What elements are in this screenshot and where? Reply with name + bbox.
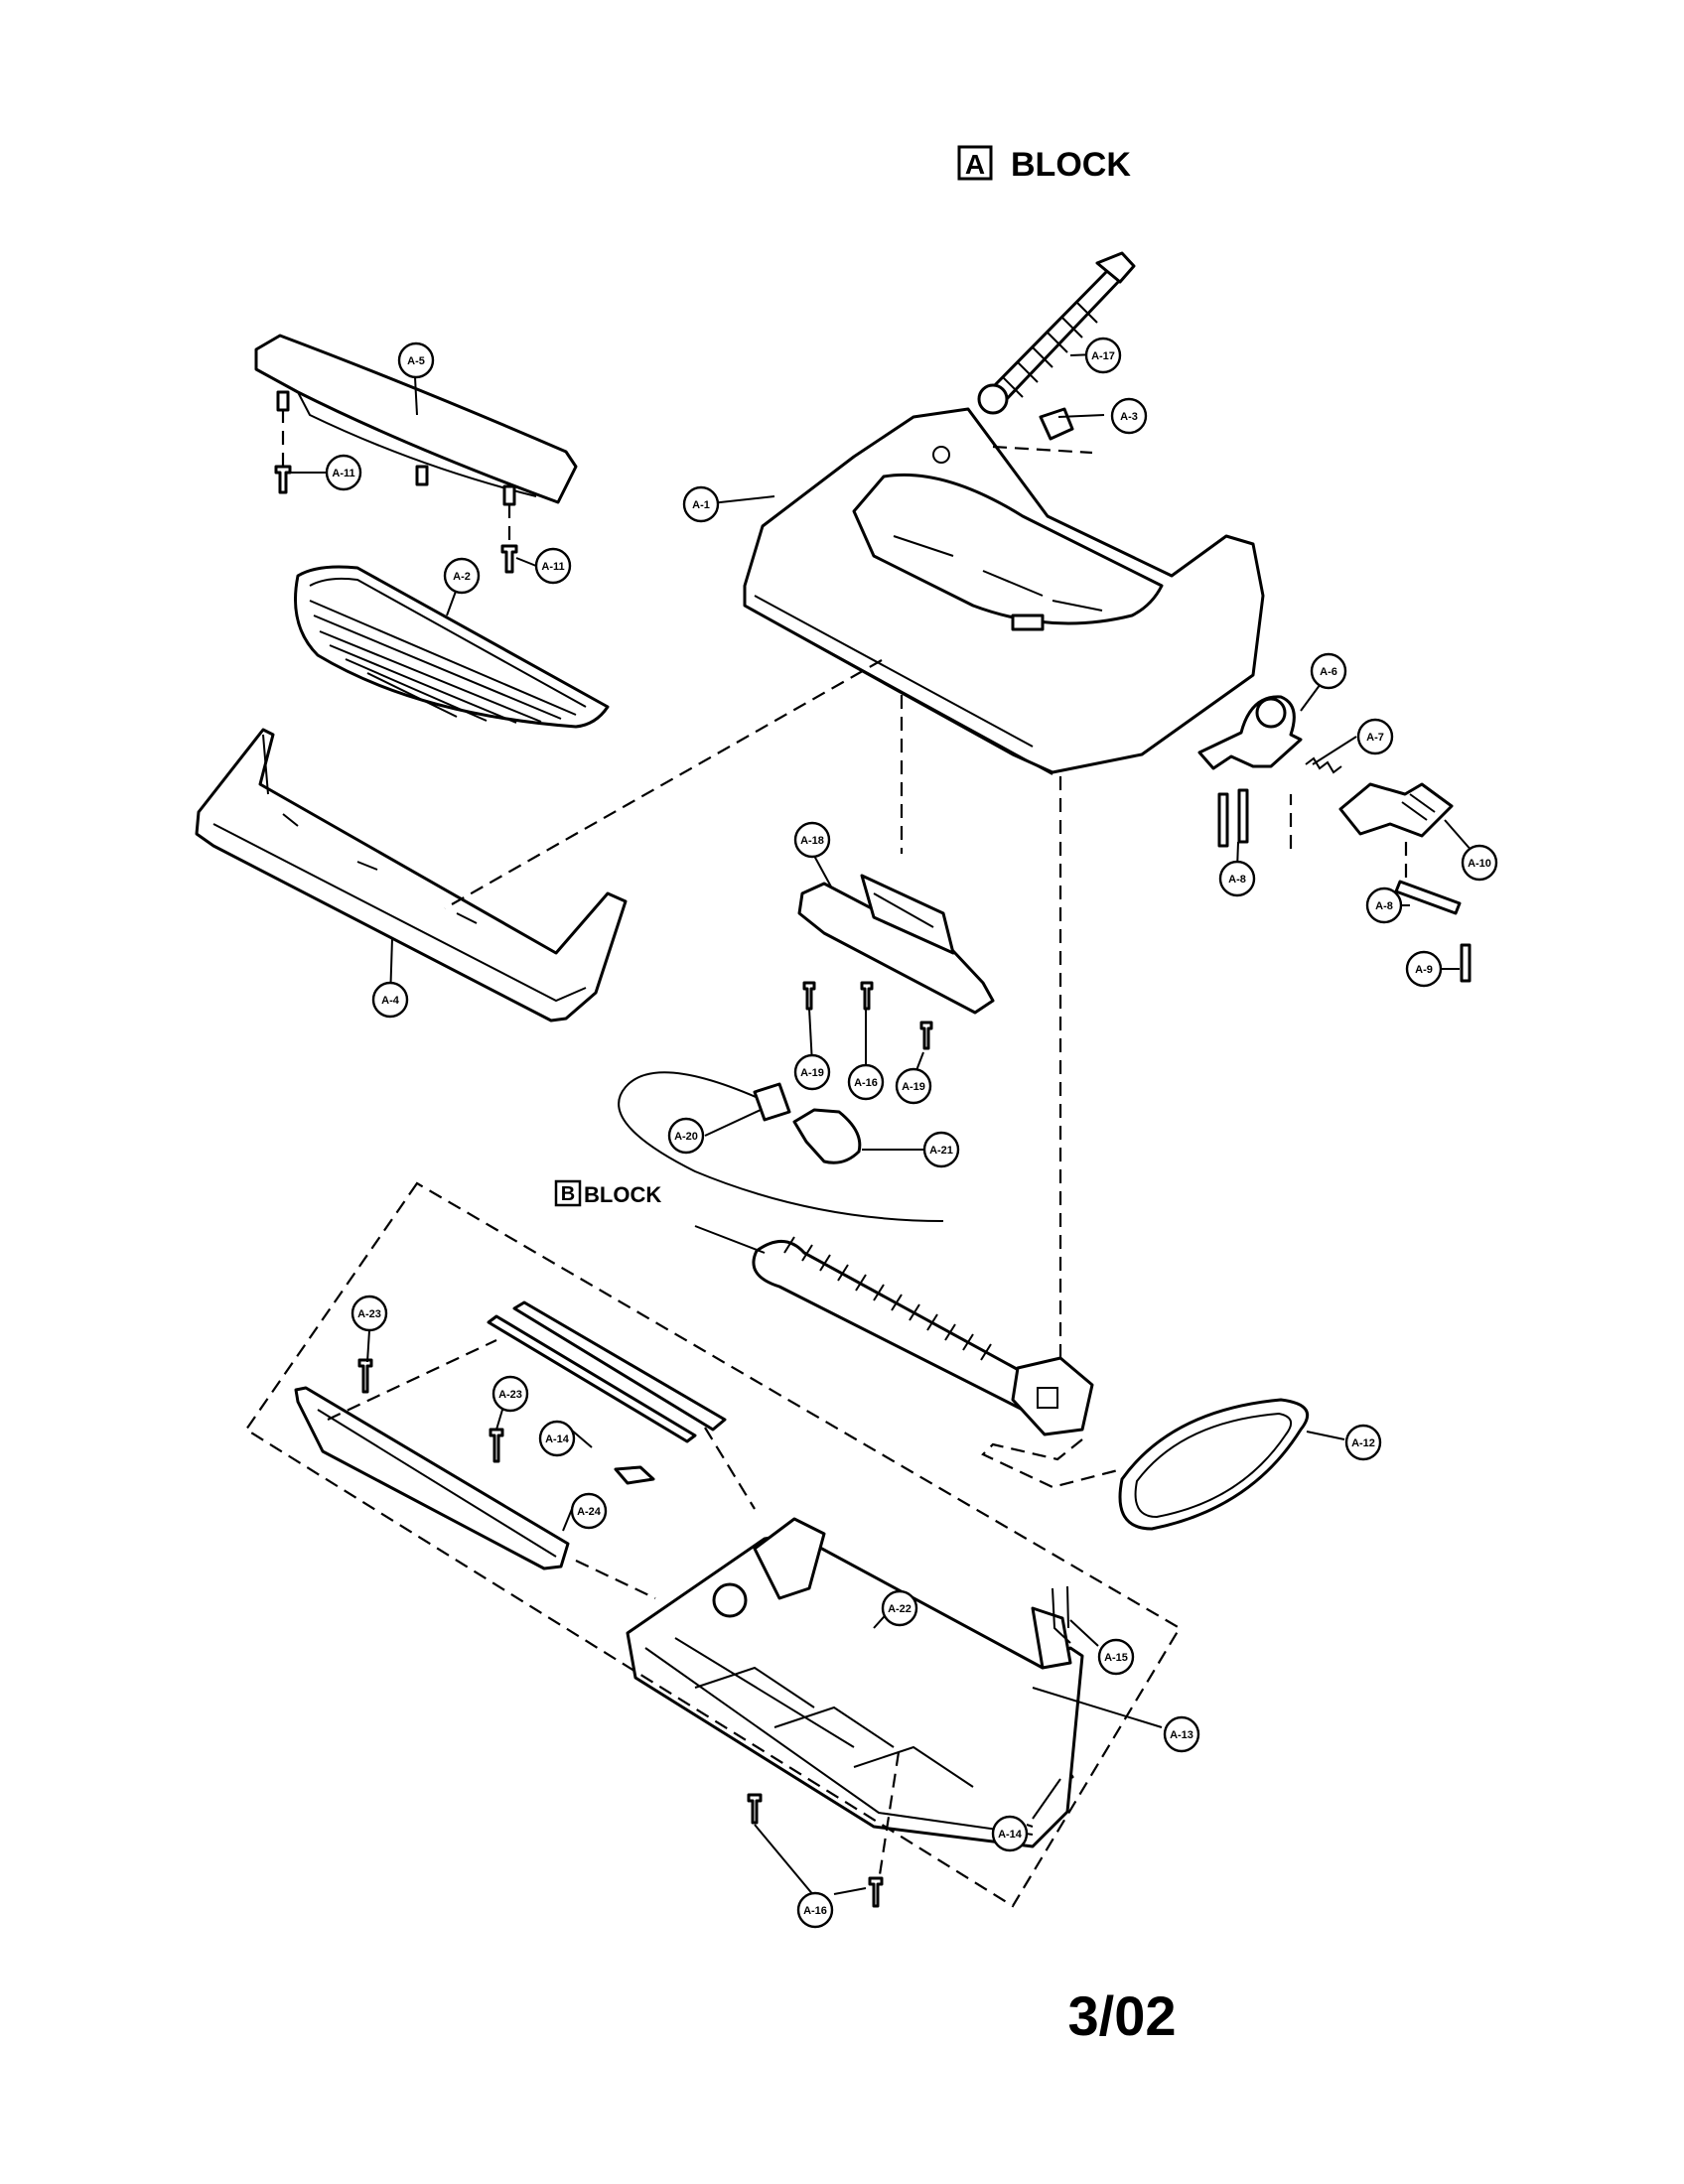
callout-a3: A-3 <box>1110 397 1148 435</box>
bumper-handle-part <box>254 334 578 506</box>
base-plate-a24-part <box>294 1386 570 1570</box>
svg-text:A-11: A-11 <box>541 561 564 573</box>
svg-text:A-16: A-16 <box>803 1905 827 1917</box>
svg-text:A-8: A-8 <box>1375 900 1393 912</box>
callout-a20: A-20 <box>667 1117 705 1155</box>
callout-a10: A-10 <box>1461 844 1498 882</box>
svg-text:B: B <box>561 1183 575 1205</box>
svg-text:A-5: A-5 <box>407 355 425 367</box>
strip-a14-small <box>614 1465 655 1485</box>
callout-a8-lower: A-8 <box>1218 860 1256 897</box>
screw-a23-mid <box>489 1428 504 1463</box>
callout-a8-upper: A-8 <box>1365 887 1403 924</box>
svg-text:A-3: A-3 <box>1120 411 1138 423</box>
svg-text:A-24: A-24 <box>577 1506 602 1518</box>
callout-a14-lower: A-14 <box>991 1815 1029 1852</box>
callout-a24: A-24 <box>570 1492 608 1530</box>
svg-text:BLOCK: BLOCK <box>584 1182 661 1207</box>
svg-text:A-6: A-6 <box>1320 666 1337 678</box>
screw-a16-bottom-right <box>868 1876 884 1908</box>
grille-part <box>294 565 610 729</box>
light-bulb-part <box>792 1108 862 1164</box>
svg-text:A-16: A-16 <box>854 1077 878 1089</box>
callout-a7: A-7 <box>1356 718 1394 755</box>
pedal-bracket-part <box>1197 695 1303 770</box>
callout-a19-left: A-19 <box>793 1053 831 1091</box>
callout-a14-upper: A-14 <box>538 1420 576 1457</box>
callout-a9-lower: A-9 <box>1405 950 1443 988</box>
callout-a23-left: A-23 <box>351 1295 388 1332</box>
screw-a16-bottom-left <box>747 1793 763 1825</box>
b-block-title: B BLOCK <box>554 1179 661 1207</box>
callout-a22: A-22 <box>881 1589 918 1627</box>
svg-text:A-14: A-14 <box>998 1829 1023 1841</box>
svg-text:A-21: A-21 <box>929 1145 953 1157</box>
svg-text:A-2: A-2 <box>453 571 471 583</box>
strip-a14-long <box>487 1300 727 1443</box>
svg-text:BLOCK: BLOCK <box>1011 146 1131 184</box>
svg-text:A-8: A-8 <box>1228 874 1246 886</box>
page-number: 3/02 <box>1068 1984 1177 2047</box>
svg-text:A-19: A-19 <box>800 1067 824 1079</box>
svg-text:A-17: A-17 <box>1091 350 1115 362</box>
spring-a7 <box>1305 756 1342 774</box>
brushroll-part <box>694 1225 1094 1436</box>
callout-a6: A-6 <box>1310 652 1347 690</box>
svg-text:A-23: A-23 <box>357 1308 381 1320</box>
svg-text:A-1: A-1 <box>692 499 710 511</box>
svg-text:A-11: A-11 <box>332 468 354 479</box>
pedal-part <box>1338 782 1454 838</box>
svg-text:A-20: A-20 <box>674 1131 698 1143</box>
svg-text:A-4: A-4 <box>381 995 400 1007</box>
svg-text:A-7: A-7 <box>1366 732 1384 744</box>
bottom-plate-part <box>626 1517 1084 1848</box>
svg-text:A-9: A-9 <box>1415 964 1433 976</box>
callout-a11-right: A-11 <box>534 547 572 585</box>
light-wire-part <box>618 1071 944 1222</box>
drive-belt-part <box>1118 1398 1310 1531</box>
main-body-part <box>743 407 1265 775</box>
callout-a23-mid: A-23 <box>491 1375 529 1413</box>
screw-a19-right <box>919 1021 933 1050</box>
screw-a11-right <box>500 504 518 574</box>
callout-a5: A-5 <box>397 341 435 379</box>
svg-text:A-19: A-19 <box>902 1081 925 1093</box>
screw-a9-lower <box>1460 943 1472 983</box>
svg-text:A-10: A-10 <box>1468 858 1491 870</box>
screw-a19-left <box>802 981 816 1011</box>
screw-a11-left <box>274 409 292 494</box>
svg-text:A-15: A-15 <box>1104 1652 1128 1664</box>
callout-a13: A-13 <box>1163 1715 1200 1753</box>
svg-text:A-13: A-13 <box>1170 1729 1193 1741</box>
callout-a11-left: A-11 <box>325 454 362 491</box>
callout-a17: A-17 <box>1084 337 1122 374</box>
svg-text:A-12: A-12 <box>1351 1437 1375 1449</box>
svg-text:A-18: A-18 <box>800 835 824 847</box>
clip-a15 <box>1052 1585 1071 1644</box>
callout-a19-right: A-19 <box>895 1067 932 1105</box>
svg-text:A-22: A-22 <box>888 1603 912 1615</box>
callout-a21: A-21 <box>922 1131 960 1168</box>
callout-a18: A-18 <box>793 821 831 859</box>
svg-text:A: A <box>965 149 985 180</box>
callout-a16-mid: A-16 <box>847 1063 885 1101</box>
front-bumper-part <box>195 728 628 1023</box>
callout-a4: A-4 <box>371 981 409 1019</box>
callout-a16-bottom: A-16 <box>796 1891 834 1929</box>
assembly-lines <box>244 659 1408 1908</box>
hose-part <box>977 251 1136 415</box>
callout-a2: A-2 <box>443 557 481 595</box>
screws-a9-upper <box>1217 788 1249 848</box>
screw-a16-mid <box>860 981 874 1011</box>
screw-a23-left <box>357 1358 373 1394</box>
callout-a12: A-12 <box>1344 1424 1382 1461</box>
callout-a15: A-15 <box>1097 1638 1135 1676</box>
light-bracket-part <box>797 874 995 1015</box>
a-block-title: A BLOCK <box>957 145 1131 184</box>
svg-text:A-14: A-14 <box>545 1433 570 1445</box>
pin-a8-lower <box>1394 880 1462 915</box>
callout-a1: A-1 <box>682 485 720 523</box>
svg-text:A-23: A-23 <box>498 1389 522 1401</box>
